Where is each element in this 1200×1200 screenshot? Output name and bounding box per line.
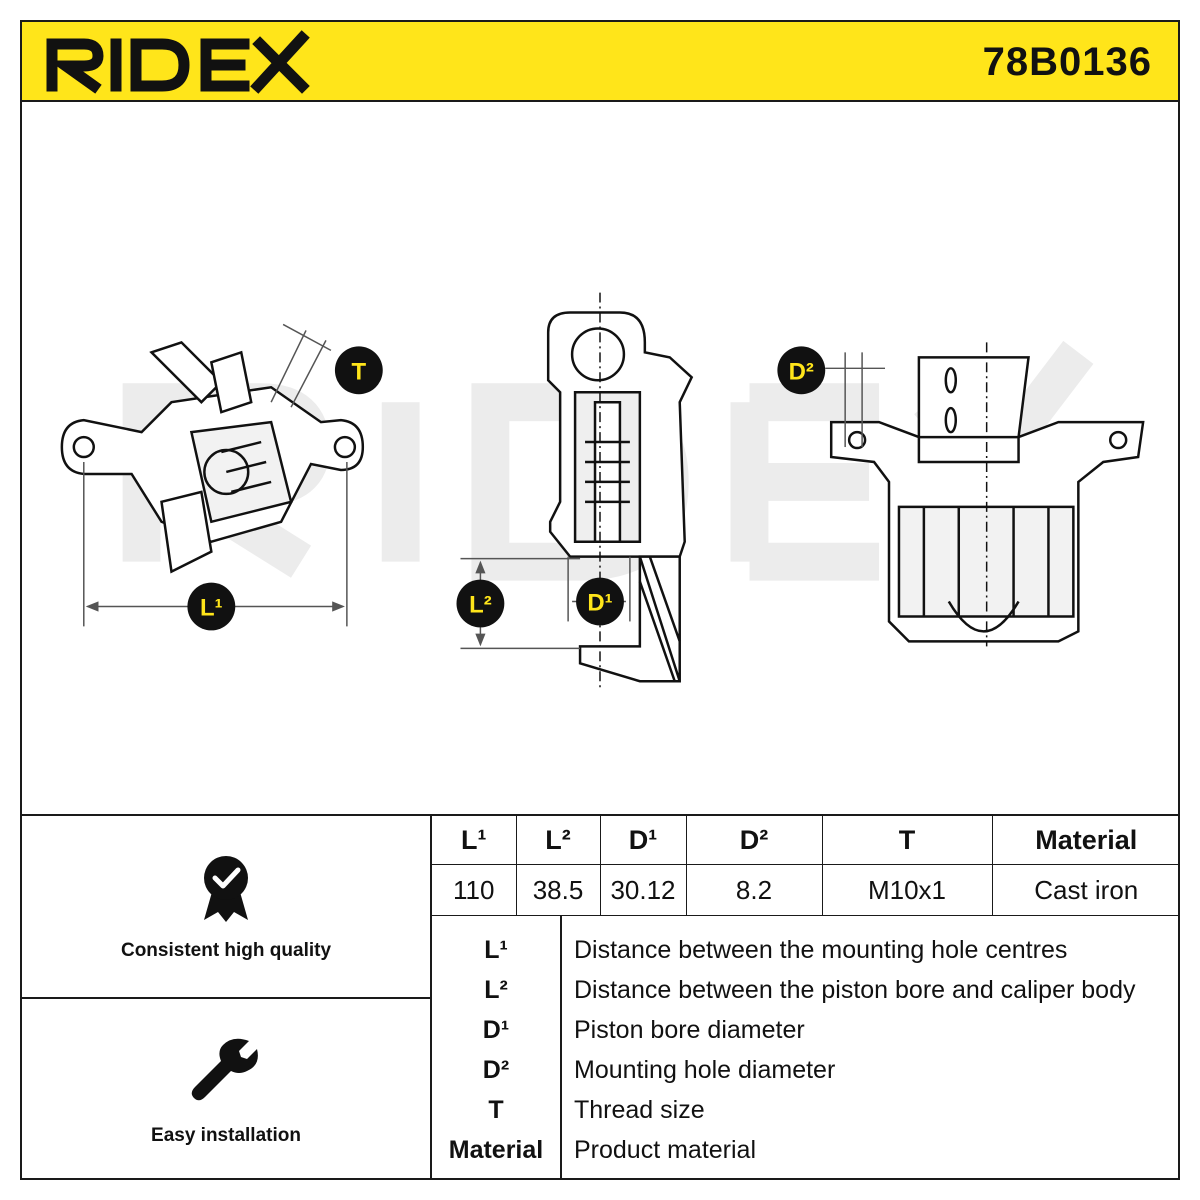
spec-value-L2: 38.5	[515, 864, 600, 916]
dimension-D2	[825, 352, 886, 448]
legend-text: Distance between the mounting hole centr…	[574, 936, 1068, 964]
quality-badge-icon	[204, 856, 248, 922]
feature-quality-label: Consistent high quality	[120, 940, 332, 961]
legend-text: Thread size	[574, 1096, 705, 1124]
legend-key: D¹	[482, 1016, 510, 1044]
legend-row: L² Distance between the piston bore and …	[432, 970, 1180, 1010]
feature-installation-label: Easy installation	[151, 1125, 301, 1146]
legend-row: D² Mounting hole diameter	[432, 1050, 1180, 1090]
info-panel: Consistent high quality Easy installatio…	[22, 814, 1180, 1180]
label-T: T	[352, 358, 367, 385]
feature-quality: Consistent high quality	[22, 816, 430, 999]
legend-key: Material	[448, 1136, 544, 1164]
caliper-side-view	[60, 340, 365, 574]
caliper-front-view	[829, 342, 1145, 647]
label-D2-circle	[777, 346, 826, 395]
wrench-icon	[191, 1038, 258, 1101]
feature-list: Consistent high quality Easy installatio…	[22, 816, 432, 1180]
label-T-circle	[334, 346, 383, 395]
label-L1-circle	[187, 582, 236, 631]
label-L2-circle	[456, 579, 505, 628]
legend-row: D¹ Piston bore diameter	[432, 1010, 1180, 1050]
spec-header-row: L¹ L² D¹ D² T Material	[432, 816, 1180, 865]
technical-drawing: L¹ T L² D¹	[60, 292, 1145, 692]
legend-key: T	[488, 1096, 504, 1124]
legend-key: L²	[484, 976, 508, 1004]
legend-row: Material Product material	[432, 1130, 1180, 1170]
spec-header-L2: L²	[515, 816, 600, 865]
spec-header-material: Material	[991, 816, 1180, 865]
legend-divider	[560, 916, 562, 1180]
label-D1-circle	[576, 577, 624, 626]
legend-key: D²	[482, 1056, 510, 1084]
legend-text: Product material	[574, 1136, 757, 1164]
spec-value-L1: 110	[432, 864, 516, 916]
legend-text: Distance between the piston bore and cal…	[574, 976, 1136, 1004]
spec-header-D2: D²	[685, 816, 822, 865]
dimension-T	[270, 323, 332, 408]
spec-header-D1: D¹	[599, 816, 686, 865]
spec-value-D1: 30.12	[599, 864, 686, 916]
header-bar: 78B0136	[22, 22, 1178, 102]
spec-value-D2: 8.2	[685, 864, 822, 916]
spec-value-material: Cast iron	[991, 864, 1180, 916]
legend-row: T Thread size	[432, 1090, 1180, 1130]
dimension-L2	[460, 557, 581, 650]
label-L2: L²	[469, 591, 492, 618]
legend-key: L¹	[484, 936, 508, 964]
spec-header-L1: L¹	[432, 816, 516, 865]
spec-value-row: 110 38.5 30.12 8.2 M10x1 Cast iron	[432, 864, 1180, 916]
legend-text: Mounting hole diameter	[574, 1056, 836, 1084]
legend-text: Piston bore diameter	[574, 1016, 805, 1044]
part-number: 78B0136	[982, 40, 1152, 84]
ridex-logo	[46, 30, 310, 94]
label-L1: L¹	[200, 594, 223, 621]
label-D1: D¹	[587, 589, 612, 616]
spec-value-T: M10x1	[821, 864, 992, 916]
dimension-legend: L¹ Distance between the mounting hole ce…	[432, 916, 1180, 1180]
legend-row: L¹ Distance between the mounting hole ce…	[432, 930, 1180, 970]
spec-header-T: T	[821, 816, 992, 865]
feature-installation: Easy installation	[22, 999, 430, 1180]
spec-table: L¹ L² D¹ D² T Material 110 38.5 30.12 8.…	[432, 816, 1180, 916]
caliper-section-view	[546, 292, 694, 692]
product-sheet: 78B0136	[20, 20, 1180, 1180]
label-D2: D²	[789, 358, 814, 385]
